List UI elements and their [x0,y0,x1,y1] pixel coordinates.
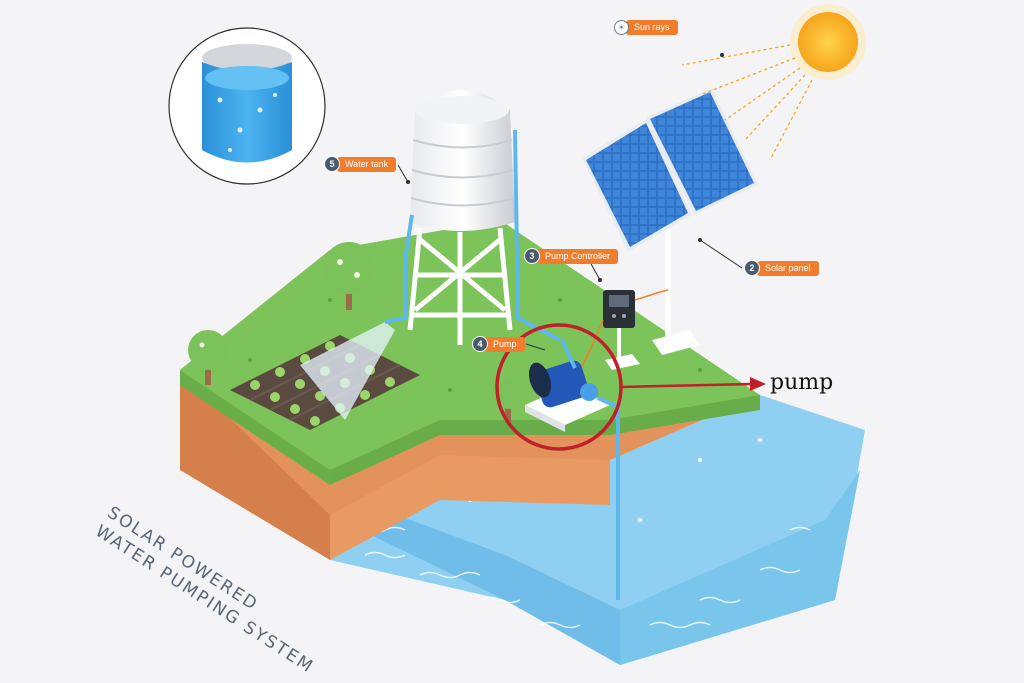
label-solar-panel-number: 2 [744,260,760,276]
water-source-icon [330,395,865,665]
label-pump-controller: 3 Pump Controller [524,248,619,264]
label-sun-rays: ☀ Sun rays [614,19,678,35]
tank-magnifier [168,27,326,185]
solar-panel-icon [582,88,758,355]
label-sun-rays-text: Sun rays [626,19,678,35]
label-water-tank-text: Water tank [337,156,397,172]
controller-icon [579,289,669,371]
leader-lines [397,164,743,351]
sprinkler-icon [300,260,407,420]
water-tower-icon [403,90,561,345]
label-pump: 4 Pump [472,336,525,352]
pump-annotation-text: pump [770,370,834,395]
label-pump-text: Pump [485,336,525,352]
label-solar-panel: 2 Solar panel [744,260,819,276]
sun-rays-icon: ☀ [614,19,629,35]
label-solar-panel-text: Solar panel [757,260,819,276]
label-water-tank: 5 Water tank [324,156,397,172]
label-pump-number: 4 [472,336,488,352]
label-water-tank-number: 5 [324,156,340,172]
label-pump-controller-number: 3 [524,248,540,264]
pump-icon [525,339,621,600]
pump-highlight [495,323,766,451]
label-pump-controller-text: Pump Controller [537,248,619,264]
tree-icon [188,242,522,422]
sun-icon [681,4,866,161]
